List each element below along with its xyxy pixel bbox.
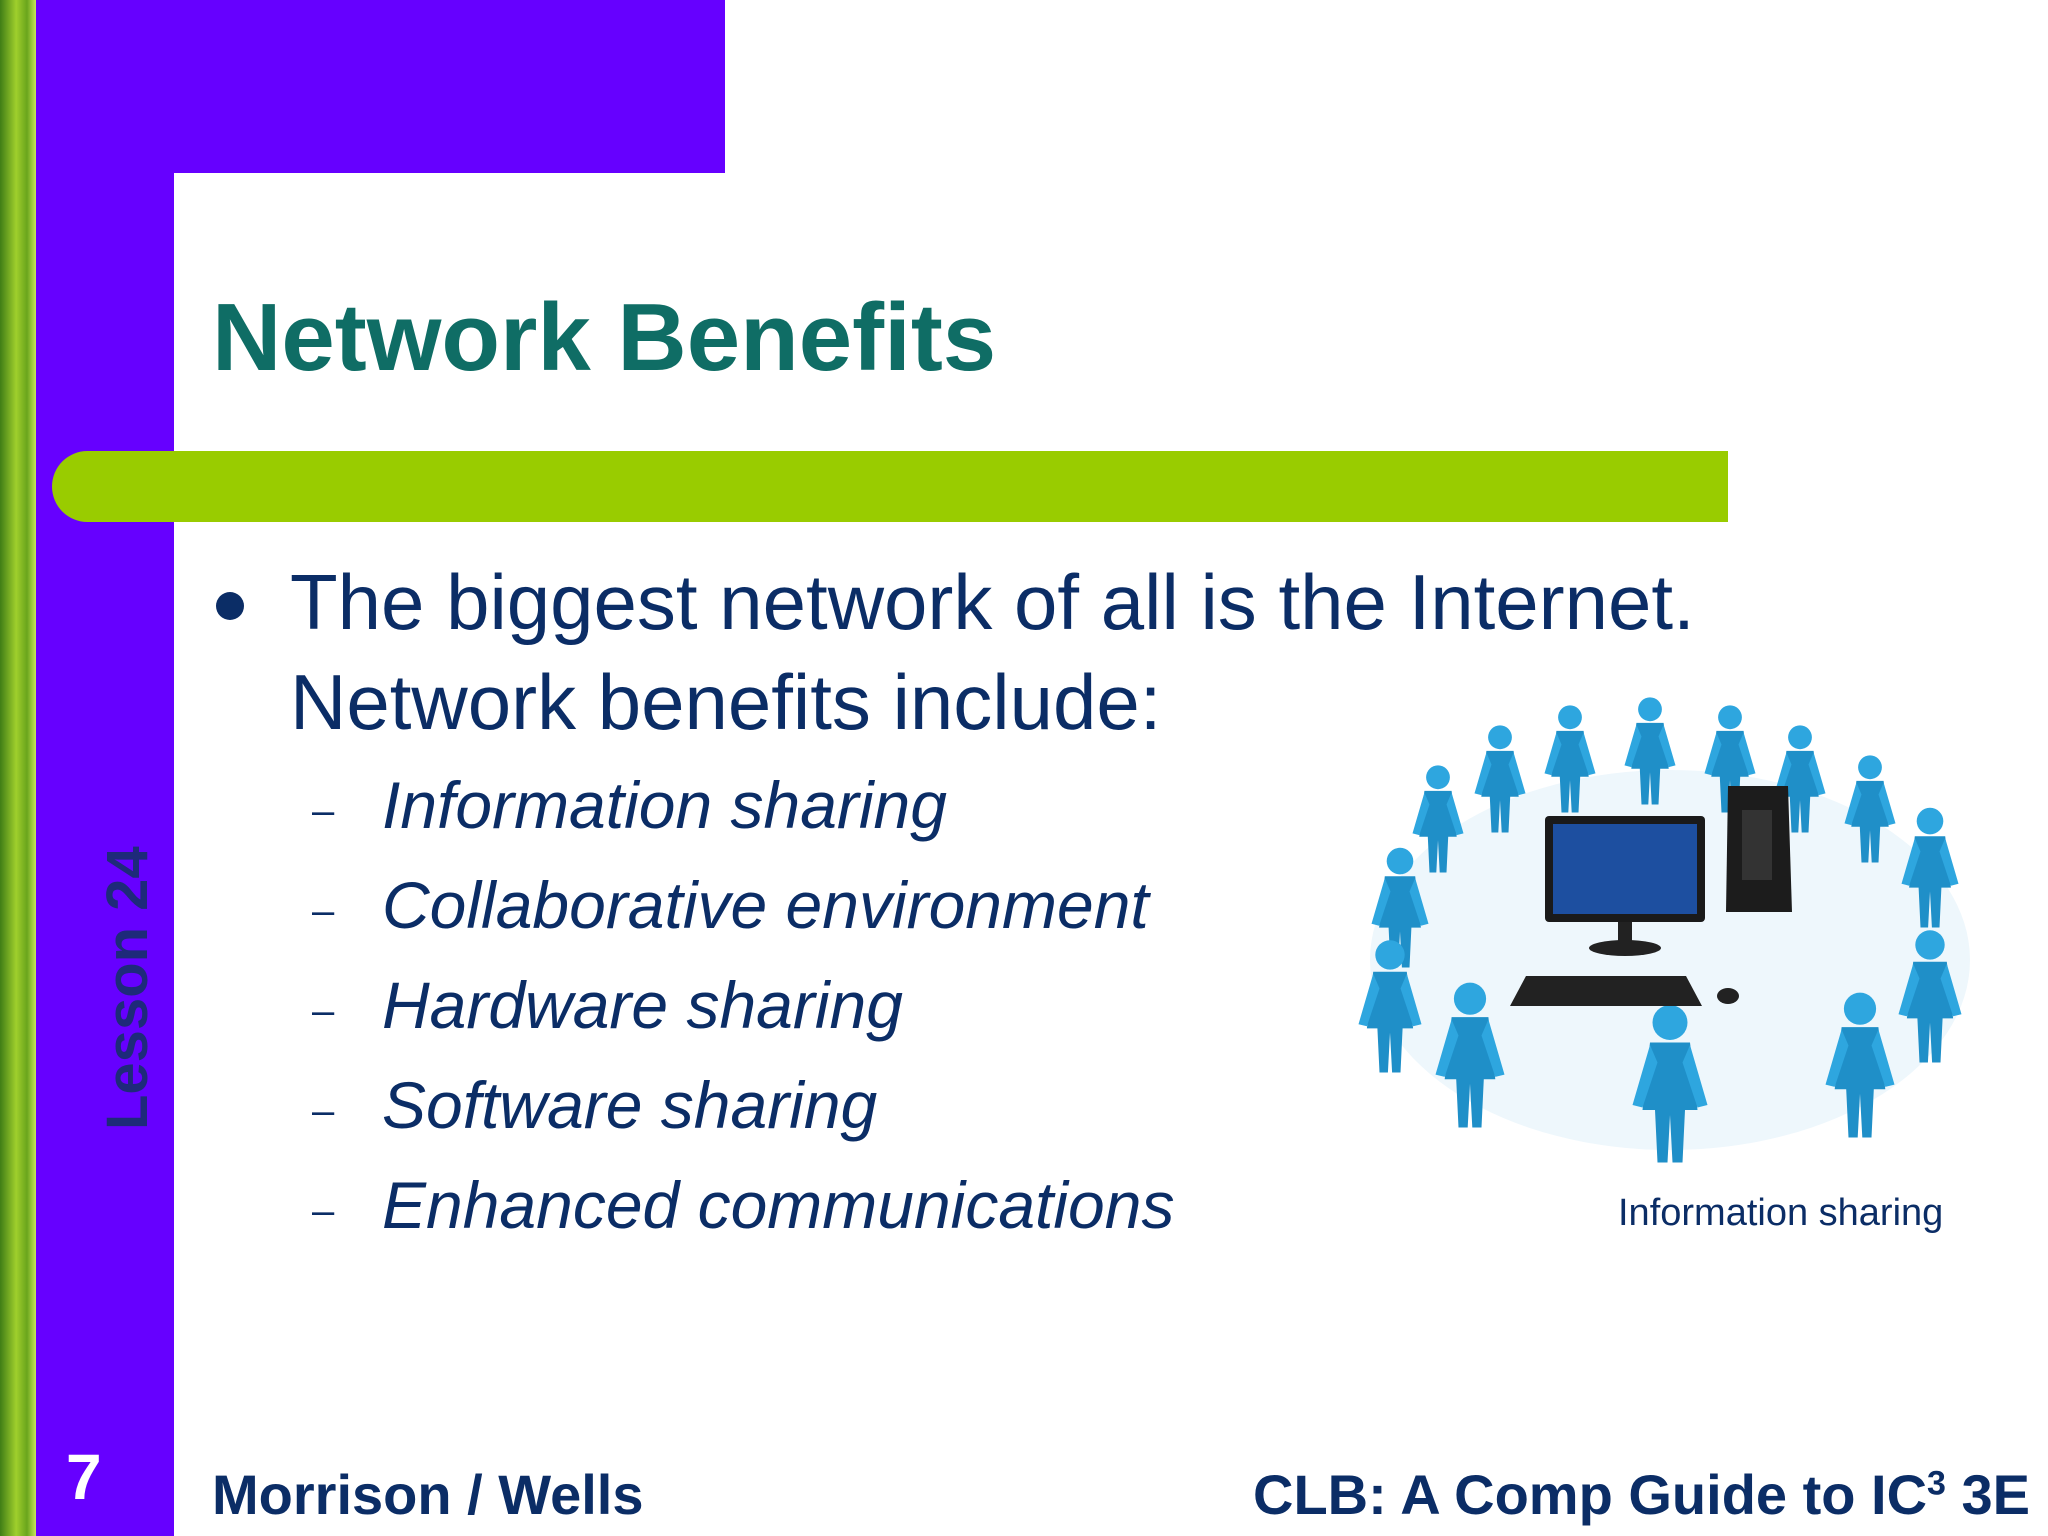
slide-number: 7 [66,1441,102,1513]
list-item-label: Collaborative environment [382,868,1149,942]
title-accent-bar [52,451,1728,522]
top-purple-block [36,0,725,173]
dash-marker: – [312,788,335,833]
dash-marker: – [312,988,335,1033]
slide-title: Network Benefits [212,284,997,391]
lesson-label: Lesson 24 [95,846,160,1130]
list-item-label: Information sharing [382,768,947,842]
list-item: – Collaborative environment [312,855,1174,955]
left-purple-bar [36,0,174,1536]
bullet-text: The biggest network of all is the Intern… [290,558,1695,746]
network-people-illustration [1358,697,1970,1163]
list-item: – Hardware sharing [312,955,1174,1055]
dash-marker: – [312,888,335,933]
dash-marker: – [312,1088,335,1133]
list-item: – Information sharing [312,755,1174,855]
dash-marker: – [312,1188,335,1233]
benefits-list: – Information sharing – Collaborative envi… [312,755,1174,1255]
list-item: – Enhanced communications [312,1155,1174,1255]
image-caption: Information sharing [1618,1192,1944,1234]
footer-superscript: 3 [1927,1464,1946,1503]
list-item-label: Enhanced communications [382,1168,1175,1242]
list-item-label: Hardware sharing [382,968,903,1042]
footer-authors: Morrison / Wells [212,1463,644,1526]
list-item: – Software sharing [312,1055,1174,1155]
footer-book-title: CLB: A Comp Guide to IC3 3E [1253,1462,2030,1527]
footer-title-text: CLB: A Comp Guide to IC [1253,1463,1928,1526]
footer-edition: 3E [1945,1463,2030,1526]
left-green-strip [0,0,36,1536]
bullet-dot [216,592,244,620]
floor-shadow [1370,770,1970,1150]
computer-icon [1510,786,1792,1006]
list-item-label: Software sharing [382,1068,878,1142]
main-bullet: The biggest network of all is the Intern… [216,552,1776,752]
